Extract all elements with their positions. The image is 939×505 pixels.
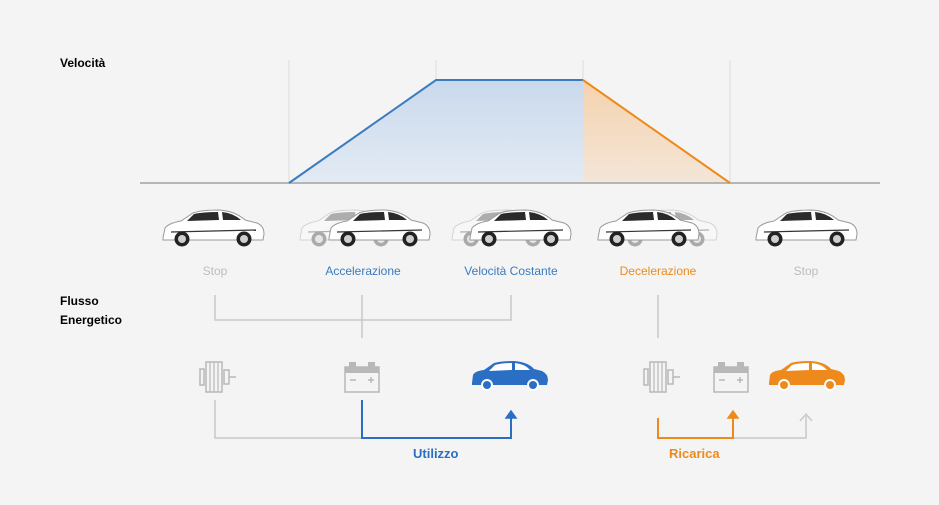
speed-chart [140, 60, 880, 184]
motor-icon [199, 361, 237, 393]
energy-flow-label-2: Energetico [60, 313, 123, 327]
recharge-flow-lines [657, 409, 813, 439]
speed-line-orange [582, 79, 731, 184]
usage-label: Utilizzo [413, 446, 459, 461]
phase-acceleration: Accelerazione [325, 264, 401, 278]
phase-stop-1: Stop [202, 264, 228, 278]
accel-area [289, 80, 583, 183]
car-stop-2 [755, 209, 858, 248]
cars-row [162, 209, 858, 248]
usage-flow-lines [214, 400, 518, 439]
car-icon [472, 361, 548, 391]
speed-line-blue [288, 79, 583, 184]
motor-icon [643, 361, 681, 393]
phase-constant-speed: Velocità Costante [464, 264, 558, 278]
phase-deceleration: Decelerazione [619, 264, 697, 278]
connector-top [214, 295, 659, 338]
car-stop-1 [162, 209, 265, 248]
battery-icon [713, 361, 749, 393]
energy-flow-label-1: Flusso [60, 294, 99, 308]
battery-icon [344, 361, 380, 393]
car-icon [769, 361, 845, 391]
phase-stop-2: Stop [793, 264, 819, 278]
recharge-label: Ricarica [669, 446, 720, 461]
speed-label: Velocità [60, 56, 106, 70]
